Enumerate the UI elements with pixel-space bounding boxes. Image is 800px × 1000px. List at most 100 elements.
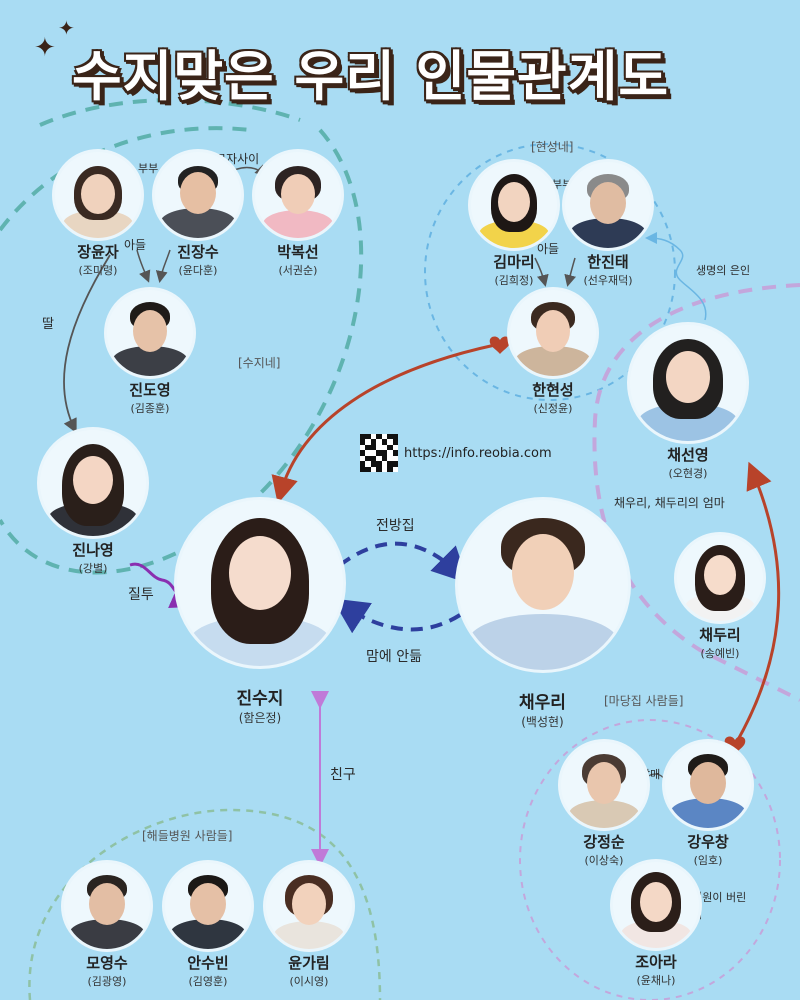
- avatar: [665, 742, 751, 828]
- person-actor: (강별): [78, 562, 108, 575]
- avatar: [457, 500, 628, 670]
- relation-dislike: 맘에 안듦: [366, 649, 422, 665]
- avatar: [55, 152, 141, 238]
- avatar: [177, 500, 343, 666]
- person-mo-youngsu[interactable]: 모영수 (김광영): [61, 863, 153, 989]
- relation-life-saver: 생명의 은인: [696, 264, 751, 277]
- life-saver-arrow: [645, 232, 707, 321]
- person-name: 조아라: [635, 953, 677, 971]
- son-arrow-2: [155, 249, 171, 283]
- avatar: [107, 290, 193, 376]
- person-name: 채두리: [699, 626, 741, 644]
- person-jin-suji[interactable]: 진수지 (함은정): [175, 500, 345, 726]
- relation-friend: 친구: [330, 767, 356, 783]
- person-actor: (윤다훈): [178, 264, 218, 277]
- avatar: [630, 325, 746, 441]
- avatar: [266, 863, 352, 949]
- sparkle-icon: ✦: [34, 33, 56, 63]
- person-name: 안수빈: [187, 954, 229, 972]
- person-name: 강정순: [583, 833, 625, 851]
- person-jang-yoonja[interactable]: 장윤자 (조미령): [53, 152, 143, 278]
- person-kim-mari[interactable]: 김마리 (김희정): [469, 162, 559, 288]
- person-park-bokseon[interactable]: 박복선 (서권순): [253, 152, 343, 278]
- dashed-arrow-to-woori: [338, 541, 469, 584]
- madang-lower-boundary: [519, 719, 781, 1000]
- person-chae-duri[interactable]: 채두리 (송예빈): [675, 535, 765, 661]
- suji-family-boundary: [0, 126, 364, 575]
- relation-daughter: 딸: [42, 317, 54, 332]
- person-name: 강우창: [687, 833, 729, 851]
- person-name: 진나영: [72, 541, 114, 559]
- love-arrow-hyunsung: [271, 343, 496, 504]
- person-jin-jangsu[interactable]: 진장수 (윤다훈): [153, 152, 243, 278]
- person-name: 장윤자: [77, 243, 119, 261]
- person-actor: (김광영): [87, 975, 127, 988]
- person-chae-sunyoung[interactable]: 채선영 (오현경): [628, 325, 748, 481]
- heart-icon: [724, 736, 746, 754]
- avatar: [64, 863, 150, 949]
- avatar: [677, 535, 763, 621]
- relation-jealousy: 질투: [128, 587, 154, 603]
- person-jin-nayoung[interactable]: 진나영 (강별): [38, 430, 148, 576]
- person-actor: (함은정): [238, 711, 282, 725]
- person-actor: (조미령): [78, 264, 118, 277]
- person-actor: (백성현): [521, 715, 564, 729]
- person-jo-ara[interactable]: 조아라 (윤채나): [611, 862, 701, 988]
- group-label-suji: [수지네]: [238, 356, 281, 370]
- avatar: [155, 152, 241, 238]
- person-yoon-garim[interactable]: 윤가림 (이시영): [263, 863, 355, 989]
- sparkle-icon: ✦: [58, 16, 75, 40]
- relation-couple-2: 부부: [552, 178, 573, 191]
- son-arrow-1: [136, 249, 151, 283]
- avatar: [40, 430, 146, 536]
- suji-family-boundary-top: [39, 98, 301, 127]
- person-actor: (오현경): [668, 467, 708, 480]
- person-actor: (김희정): [494, 274, 534, 287]
- avatar: [565, 162, 651, 248]
- person-actor: (선우재덕): [583, 274, 633, 287]
- avatar: [471, 162, 557, 248]
- person-actor: (김종훈): [130, 402, 170, 415]
- relation-mother-of: 채우리, 채두리의 엄마: [614, 496, 725, 510]
- daughter-arrow: [63, 254, 111, 434]
- person-actor: (이상숙): [584, 854, 624, 867]
- person-actor: (임호): [693, 854, 723, 867]
- person-ahn-subin[interactable]: 안수빈 (김영훈): [162, 863, 254, 989]
- group-label-hospital: [해들병원 사람들]: [142, 829, 233, 843]
- love-arrow-woochang: [733, 461, 781, 746]
- group-label-madang: [마당집 사람들]: [604, 694, 684, 708]
- avatar: [255, 152, 341, 238]
- person-kang-woochang[interactable]: 강우창 (임호): [662, 742, 754, 868]
- person-actor: (윤채나): [636, 974, 676, 987]
- dashed-arrow-to-suji: [331, 598, 462, 634]
- source-url[interactable]: https://info.reobia.com: [404, 446, 552, 461]
- person-name: 김마리: [493, 253, 535, 271]
- person-han-jintae[interactable]: 한진태 (선우재덕): [563, 162, 653, 288]
- person-name: 채선영: [667, 446, 709, 464]
- person-actor: (김영훈): [188, 975, 228, 988]
- person-name: 한현성: [532, 381, 574, 399]
- person-han-hyunsung[interactable]: 한현성 (신정윤): [508, 290, 598, 416]
- avatar: [613, 862, 699, 948]
- person-name: 박복선: [277, 243, 319, 261]
- person-jin-doyoung[interactable]: 진도영 (김종훈): [105, 290, 195, 416]
- relation-son: 아들: [124, 238, 147, 252]
- person-name: 모영수: [86, 954, 128, 972]
- person-name: 진도영: [129, 381, 171, 399]
- person-kang-jungsoon[interactable]: 강정순 (이상숙): [558, 742, 650, 868]
- son-arrow-4: [564, 257, 577, 287]
- person-name: 채우리: [519, 693, 566, 713]
- person-actor: (서권순): [278, 264, 318, 277]
- hospital-boundary: [28, 808, 382, 1000]
- avatar: [165, 863, 251, 949]
- relation-older-sister: 전방집: [376, 518, 415, 534]
- son-arrow-3: [534, 257, 549, 287]
- person-chae-woori[interactable]: 채우리 (백성현): [455, 500, 630, 730]
- heart-icon: [489, 336, 511, 354]
- person-actor: (신정윤): [533, 402, 573, 415]
- hyunsung-family-boundary: [424, 143, 676, 401]
- person-actor: (송예빈): [700, 647, 740, 660]
- person-name: 진장수: [177, 243, 219, 261]
- person-name: 진수지: [236, 689, 284, 709]
